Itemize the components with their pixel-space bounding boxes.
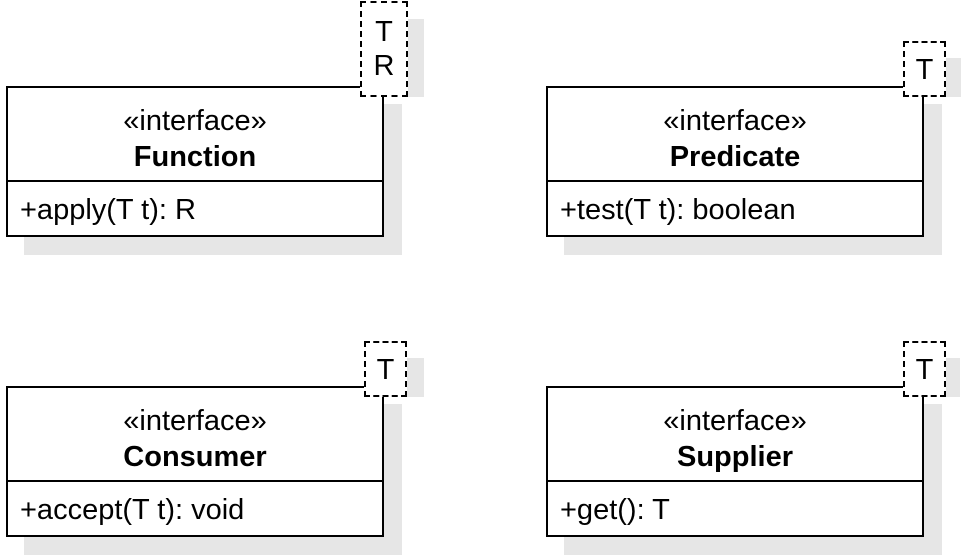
consumer-type-param-t: T: [376, 354, 395, 386]
predicate-stereotype: «interface»: [663, 105, 807, 137]
function-stereotype: «interface»: [123, 105, 267, 137]
function-operation: +apply(T t): R: [20, 194, 196, 226]
function-header: «interface» Function: [8, 88, 382, 182]
function-type-param-r: R: [373, 50, 395, 82]
predicate-type-param-t: T: [915, 54, 934, 86]
function-interface[interactable]: «interface» Function +apply(T t): R: [6, 86, 384, 237]
supplier-type-params: T: [903, 341, 946, 397]
supplier-interface[interactable]: «interface» Supplier +get(): T: [546, 386, 924, 537]
consumer-stereotype: «interface»: [123, 405, 267, 437]
function-type-param-t: T: [375, 16, 393, 48]
consumer-type-params: T: [364, 341, 407, 397]
predicate-operation: +test(T t): boolean: [560, 194, 796, 226]
consumer-name: Consumer: [123, 441, 267, 473]
supplier-operation: +get(): T: [560, 494, 670, 526]
function-type-params: T R: [360, 1, 408, 97]
supplier-name: Supplier: [676, 441, 793, 473]
consumer-operation: +accept(T t): void: [20, 494, 245, 526]
supplier-type-param-t: T: [915, 354, 934, 386]
predicate-type-params: T: [903, 41, 946, 97]
supplier-stereotype: «interface»: [663, 405, 807, 437]
consumer-header: «interface» Consumer: [8, 388, 382, 482]
function-name: Function: [133, 141, 257, 173]
predicate-interface[interactable]: «interface» Predicate +test(T t): boolea…: [546, 86, 924, 237]
supplier-header: «interface» Supplier: [548, 388, 922, 482]
predicate-header: «interface» Predicate: [548, 88, 922, 182]
consumer-interface[interactable]: «interface» Consumer +accept(T t): void: [6, 386, 384, 537]
predicate-name: Predicate: [669, 141, 801, 173]
